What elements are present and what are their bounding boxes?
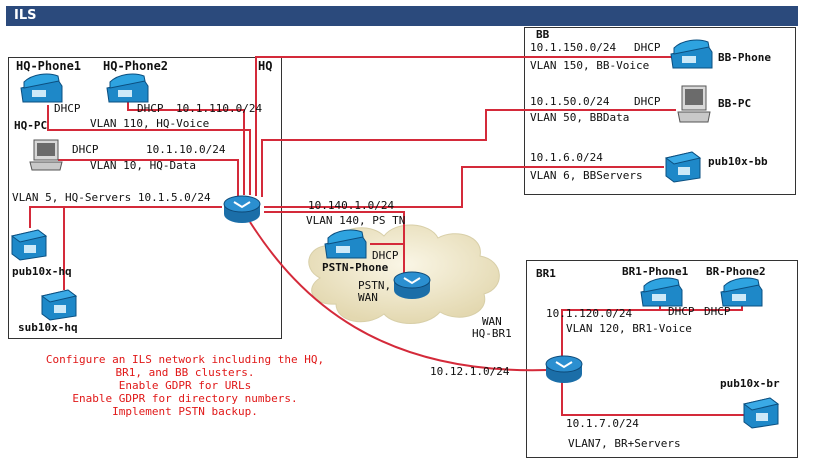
link-hq-phone2 — [127, 100, 245, 195]
link-hq-phone1 — [47, 105, 251, 195]
wan-label: WAN HQ-BR1 — [472, 315, 512, 340]
bb-voice-subnet: 10.1.150.0/24 — [530, 41, 617, 54]
pstn-router-label: PSTN, WAN — [358, 279, 392, 304]
hq-phone1-dhcp: DHCP — [54, 102, 81, 115]
sub10x-hq-label: sub10x-hq — [18, 321, 78, 334]
sub10x-hq-server-icon[interactable] — [40, 286, 78, 322]
pub10x-bb-label: pub10x-bb — [708, 155, 768, 168]
pub10x-bb-server-icon[interactable] — [664, 148, 702, 184]
pstn-dhcp: DHCP — [372, 249, 399, 262]
bb-data-subnet: 10.1.50.0/24 — [530, 95, 610, 108]
pstn-phone-icon[interactable] — [322, 228, 368, 262]
pub10x-br-label: pub10x-br — [720, 377, 780, 390]
link-bb-voice — [255, 56, 672, 196]
br1-site-label: BR1 — [536, 267, 556, 280]
pstn-subnet: 10.140.1.0/24 — [308, 199, 395, 212]
link-bb-data — [261, 109, 676, 197]
hq-pc-icon[interactable] — [28, 138, 64, 172]
hq-phone1-label: HQ-Phone1 — [16, 59, 82, 73]
bb-voice-vlan: VLAN 150, BB-Voice — [530, 59, 650, 72]
link-wan-br1 — [249, 221, 549, 372]
hq-pc-dhcp: DHCP — [72, 143, 99, 156]
br-phone2-dhcp: DHCP — [704, 305, 731, 318]
hq-site-label: HQ — [258, 59, 273, 73]
title-bar: ILS — [6, 6, 798, 26]
pub10x-br-server-icon[interactable] — [742, 394, 780, 430]
task-instructions: Configure an ILS network including the H… — [45, 353, 325, 418]
hq-voice-subnet: 10.1.110.0/24 — [176, 102, 263, 115]
hq-voice-vlan: VLAN 110, HQ-Voice — [90, 117, 210, 130]
pub10x-hq-server-icon[interactable] — [10, 226, 48, 262]
bb-voice-dhcp: DHCP — [634, 41, 661, 54]
bb-servers-vlan: VLAN 6, BBServers — [530, 169, 643, 182]
hq-phone2-dhcp: DHCP — [137, 102, 164, 115]
link-hq-pc — [58, 159, 239, 196]
br1-servers-subnet: 10.1.7.0/24 — [566, 417, 639, 430]
bb-pc-label: BB-PC — [718, 97, 752, 110]
bb-servers-subnet: 10.1.6.0/24 — [530, 151, 603, 164]
bb-data-dhcp: DHCP — [634, 95, 661, 108]
br-phone2-icon[interactable] — [718, 276, 764, 310]
br1-voice-vlan: VLAN 120, BR1-Voice — [566, 322, 692, 335]
hq-router-icon[interactable] — [222, 194, 262, 224]
hq-phone1-icon[interactable] — [18, 72, 64, 106]
bb-phone-icon[interactable] — [668, 38, 714, 72]
br1-router-icon[interactable] — [544, 354, 584, 384]
br1-phone1-dhcp: DHCP — [668, 305, 695, 318]
wan-subnet: 10.12.1.0/24 — [430, 365, 510, 378]
link-bb-servers — [264, 166, 664, 208]
bb-phone-label: BB-Phone — [718, 51, 771, 64]
br1-phone1-label: BR1-Phone1 — [622, 265, 689, 278]
diagram-title: ILS — [14, 8, 37, 23]
bb-site-label: BB — [536, 28, 550, 41]
pstn-router-icon[interactable] — [392, 270, 432, 300]
hq-data-vlan: VLAN 10, HQ-Data — [90, 159, 196, 172]
br1-servers-vlan: VLAN7, BR+Servers — [568, 437, 681, 450]
hq-data-subnet: 10.1.10.0/24 — [146, 143, 226, 156]
hq-servers-vlan: VLAN 5, HQ-Servers 10.1.5.0/24 — [12, 191, 211, 204]
br1-phone1-icon[interactable] — [638, 276, 684, 310]
link-pstn — [264, 211, 405, 274]
br-phone2-label: BR-Phone2 — [706, 265, 766, 278]
br1-voice-subnet: 10.1.120.0/24 — [546, 307, 633, 320]
hq-phone2-icon[interactable] — [104, 72, 150, 106]
bb-pc-icon[interactable] — [676, 84, 712, 124]
hq-pc-label: HQ-PC — [14, 119, 48, 132]
pstn-vlan: VLAN 140, PS TN — [306, 214, 406, 227]
pstn-phone-label: PSTN-Phone — [322, 261, 389, 274]
link-hq-servers — [29, 206, 222, 228]
bb-data-vlan: VLAN 50, BBData — [530, 111, 630, 124]
hq-phone2-label: HQ-Phone2 — [103, 59, 169, 73]
pub10x-hq-label: pub10x-hq — [12, 265, 72, 278]
